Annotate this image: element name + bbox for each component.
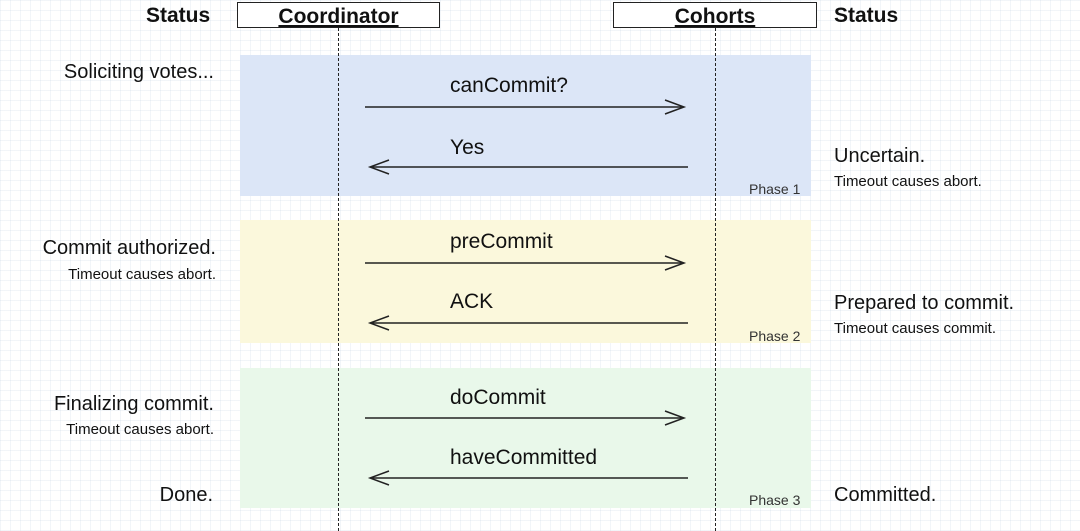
cohort-status-phase-3: Committed. (834, 484, 937, 506)
cohort-substatus-phase-1: Timeout causes abort. (834, 173, 982, 190)
coordinator-status-done: Done. (159, 484, 213, 506)
coordinator-status-phase-1: Soliciting votes... (63, 61, 214, 83)
message-precommit: preCommit (450, 230, 553, 253)
phase-3-label: Phase 3 (749, 492, 801, 508)
message-havecommitted: haveCommitted (450, 446, 598, 469)
arrowhead-precommit (664, 255, 687, 271)
phase-2-label: Phase 2 (749, 328, 801, 344)
phase-1-label: Phase 1 (749, 181, 801, 197)
message-ack: ACK (450, 290, 494, 313)
coordinator-lifeline (338, 28, 339, 531)
coordinator-status-phase-3: Finalizing commit. (53, 393, 214, 415)
arrowhead-yes (367, 159, 390, 175)
cohort-status-phase-2: Prepared to commit. (834, 292, 1015, 314)
message-docommit: doCommit (450, 386, 546, 409)
cohort-status-phase-1: Uncertain. (834, 145, 926, 167)
cohorts-header: Cohorts (613, 2, 817, 28)
coordinator-substatus-phase-3: Timeout causes abort. (66, 421, 214, 438)
coordinator-header: Coordinator (237, 2, 440, 28)
arrowhead-ack (367, 315, 390, 331)
message-cancommit: canCommit? (450, 74, 568, 97)
arrowhead-docommit (664, 410, 687, 426)
right-status-header: Status (834, 4, 899, 27)
cohorts-lifeline (715, 28, 716, 531)
coordinator-status-phase-2: Commit authorized. (42, 237, 216, 259)
arrowhead-havecommitted (367, 470, 390, 486)
left-status-header: Status (146, 4, 211, 27)
coordinator-substatus-phase-2: Timeout causes abort. (68, 266, 216, 283)
message-yes: Yes (450, 136, 485, 159)
arrowhead-cancommit (664, 99, 687, 115)
cohort-substatus-phase-2: Timeout causes commit. (834, 320, 996, 337)
